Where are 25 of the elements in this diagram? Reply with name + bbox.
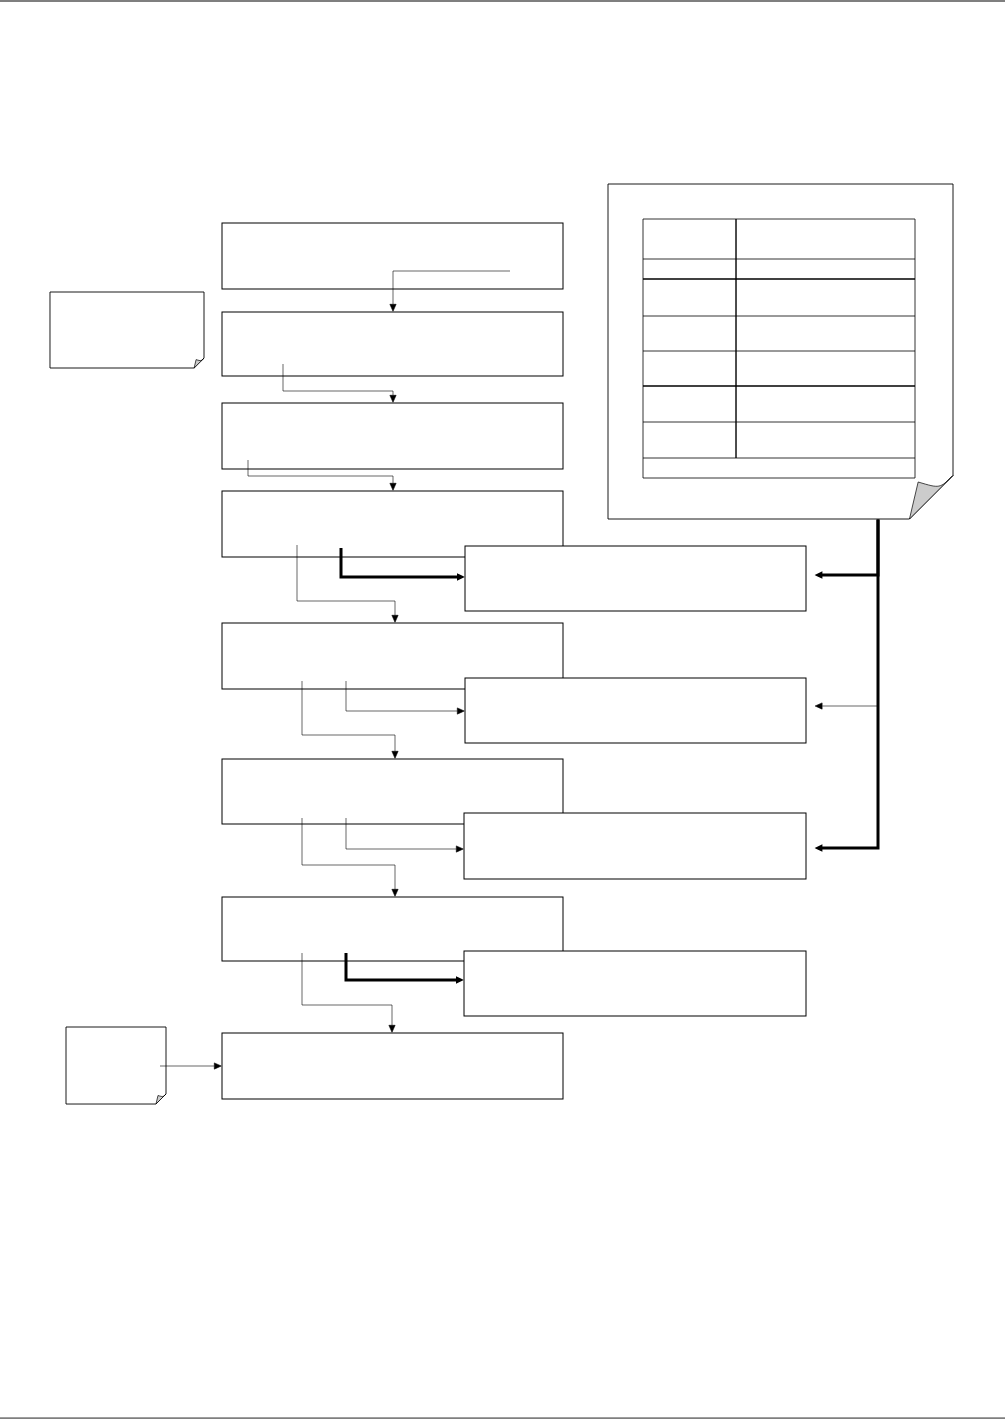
process-box: [463, 950, 807, 1017]
note-sheet: [607, 183, 954, 520]
arrow: [301, 680, 399, 759]
process-box: [221, 896, 564, 962]
process-box: [221, 1032, 564, 1100]
arrow: [296, 544, 399, 623]
arrow: [301, 952, 396, 1033]
process-box: [221, 490, 564, 558]
process-box: [221, 402, 564, 470]
process-box: [221, 311, 564, 377]
arrow: [345, 680, 465, 715]
process-box: [221, 758, 564, 825]
arrow: [301, 817, 399, 897]
process-box: [464, 677, 807, 744]
arrow: [345, 817, 464, 853]
arrow: [282, 363, 397, 403]
arrow: [247, 459, 397, 491]
process-box: [221, 222, 564, 290]
note-sheet: [65, 1026, 167, 1105]
process-box: [463, 812, 807, 880]
process-box: [221, 622, 564, 690]
arrow: [389, 270, 511, 312]
process-box: [464, 545, 807, 612]
arrow: [159, 1062, 222, 1070]
note-sheet: [49, 291, 205, 369]
